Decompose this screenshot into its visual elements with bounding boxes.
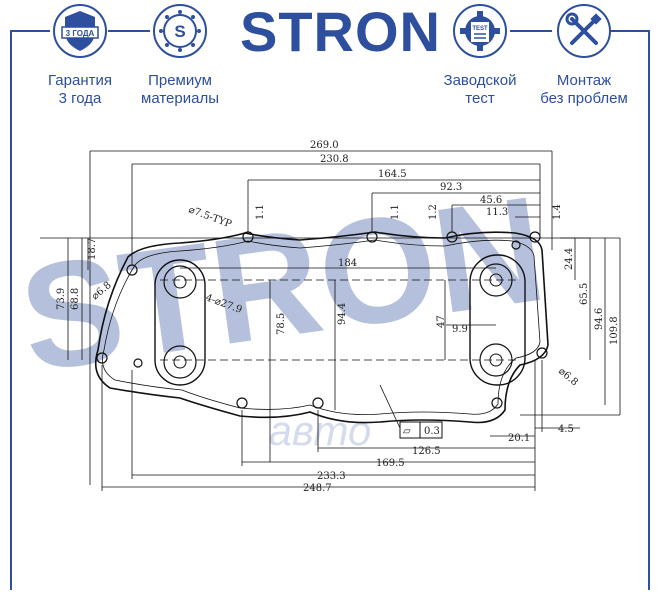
dim-hole-right: ⌀6.8 bbox=[556, 366, 580, 389]
flatness-tolerance: ▱ 0.3 bbox=[379, 384, 443, 439]
top-dimension-lines bbox=[89, 150, 553, 485]
port-top-left bbox=[163, 265, 197, 299]
dim-109: 109.8 bbox=[609, 316, 620, 345]
frame-top-mid-left bbox=[108, 30, 150, 32]
dim-47: 47 bbox=[436, 315, 447, 328]
dim-94-4: 94.4 bbox=[337, 303, 348, 325]
dim-18: 18.7 bbox=[87, 238, 98, 260]
watermark-auto: авто bbox=[269, 407, 372, 454]
warranty-badge: 3 ГОДА bbox=[53, 4, 107, 58]
flatness-value: 0.3 bbox=[424, 426, 440, 437]
dim-65: 65.5 bbox=[579, 283, 590, 305]
dim-126: 126.5 bbox=[412, 446, 441, 457]
oil-cooler-drawing: STRON авто 269.0 230.8 164.5 92.3 bbox=[11, 140, 621, 494]
feature-test-line2: тест bbox=[465, 90, 495, 107]
feature-premium-label: Премиум материалы bbox=[110, 72, 250, 108]
feature-mounting-label: Монтаж без проблем bbox=[514, 72, 654, 108]
dim-248: 248.7 bbox=[303, 483, 332, 494]
warranty-badge-text: 3 ГОДА bbox=[66, 29, 95, 38]
frame-right bbox=[648, 30, 650, 590]
dim-45: 45.6 bbox=[480, 195, 502, 206]
dim-233: 233.3 bbox=[317, 471, 346, 482]
feature-warranty-line2: 3 года bbox=[58, 90, 102, 107]
dim-164: 164.5 bbox=[378, 169, 407, 180]
dim-small-1: 1.1 bbox=[255, 204, 266, 220]
dim-169: 169.5 bbox=[376, 458, 405, 469]
left-dimension-lines bbox=[67, 238, 89, 360]
frame-top-right bbox=[610, 30, 650, 32]
frame-left bbox=[10, 30, 12, 590]
feature-test-label: Заводской тест bbox=[410, 72, 550, 108]
dim-9: 9.9 bbox=[452, 324, 468, 335]
left-dimension-values: 18.7 73.9 68.8 bbox=[56, 238, 98, 310]
flatness-symbol: ▱ bbox=[403, 426, 411, 437]
dim-small-4: 1.4 bbox=[552, 204, 563, 220]
right-dimension-lines bbox=[520, 237, 621, 416]
shield-badge-icon: 3 ГОДА bbox=[61, 11, 99, 51]
gear-test-icon: TEST bbox=[460, 11, 500, 51]
bottom-dimension-lines bbox=[101, 360, 580, 491]
right-flange bbox=[469, 254, 526, 386]
cooler-body-outline bbox=[94, 231, 549, 424]
factory-test-badge: TEST bbox=[453, 4, 507, 58]
mounting-badge bbox=[557, 4, 611, 58]
feature-premium-line2: материалы bbox=[141, 90, 219, 107]
cooler-body-inner-outline bbox=[102, 239, 541, 415]
frame-top-left bbox=[10, 30, 50, 32]
feature-premium-line1: Премиум bbox=[148, 72, 212, 89]
dim-269: 269.0 bbox=[310, 140, 339, 151]
dim-230: 230.8 bbox=[320, 154, 349, 165]
left-flange bbox=[154, 259, 206, 386]
dim-78: 78.5 bbox=[276, 313, 287, 335]
center-lines bbox=[160, 279, 520, 361]
frame-top-mid-right bbox=[510, 30, 552, 32]
feature-warranty-label: Гарантия 3 года bbox=[10, 72, 150, 108]
dim-24: 24.4 bbox=[564, 248, 575, 270]
dim-94-6: 94.6 bbox=[594, 308, 605, 330]
dim-small-3: 1.2 bbox=[428, 204, 439, 220]
dim-4: 4.5 bbox=[558, 424, 574, 435]
dim-92: 92.3 bbox=[440, 182, 462, 193]
dim-small-2: 1.1 bbox=[390, 204, 401, 220]
dim-68: 68.8 bbox=[70, 288, 81, 310]
brand-logo: STRON bbox=[240, 0, 441, 63]
dim-20: 20.1 bbox=[508, 433, 530, 444]
dim-73: 73.9 bbox=[56, 288, 67, 310]
inner-dimension-values: 184 78.5 94.4 47 9.9 bbox=[276, 258, 468, 335]
factory-test-badge-text: TEST bbox=[472, 26, 488, 32]
port-bottom-left bbox=[163, 345, 197, 379]
wrench-screwdriver-icon bbox=[565, 12, 602, 45]
premium-s-icon: S bbox=[159, 10, 201, 52]
watermark-stron: STRON bbox=[11, 164, 554, 403]
bottom-dimension-values: 126.5 169.5 233.3 248.7 20.1 4.5 bbox=[303, 424, 574, 494]
feature-mounting-line2: без проблем bbox=[540, 90, 628, 107]
right-dimension-values: 24.4 65.5 94.6 109.8 bbox=[564, 248, 620, 345]
dim-184: 184 bbox=[338, 258, 357, 269]
feature-test-line1: Заводской bbox=[443, 72, 517, 89]
inner-dimension-lines bbox=[180, 267, 496, 462]
premium-badge-letter: S bbox=[174, 22, 185, 41]
dim-11: 11.3 bbox=[486, 207, 508, 218]
feature-warranty-line1: Гарантия bbox=[48, 72, 112, 89]
premium-badge: S bbox=[153, 4, 207, 58]
feature-mounting-line1: Монтаж bbox=[556, 72, 612, 89]
